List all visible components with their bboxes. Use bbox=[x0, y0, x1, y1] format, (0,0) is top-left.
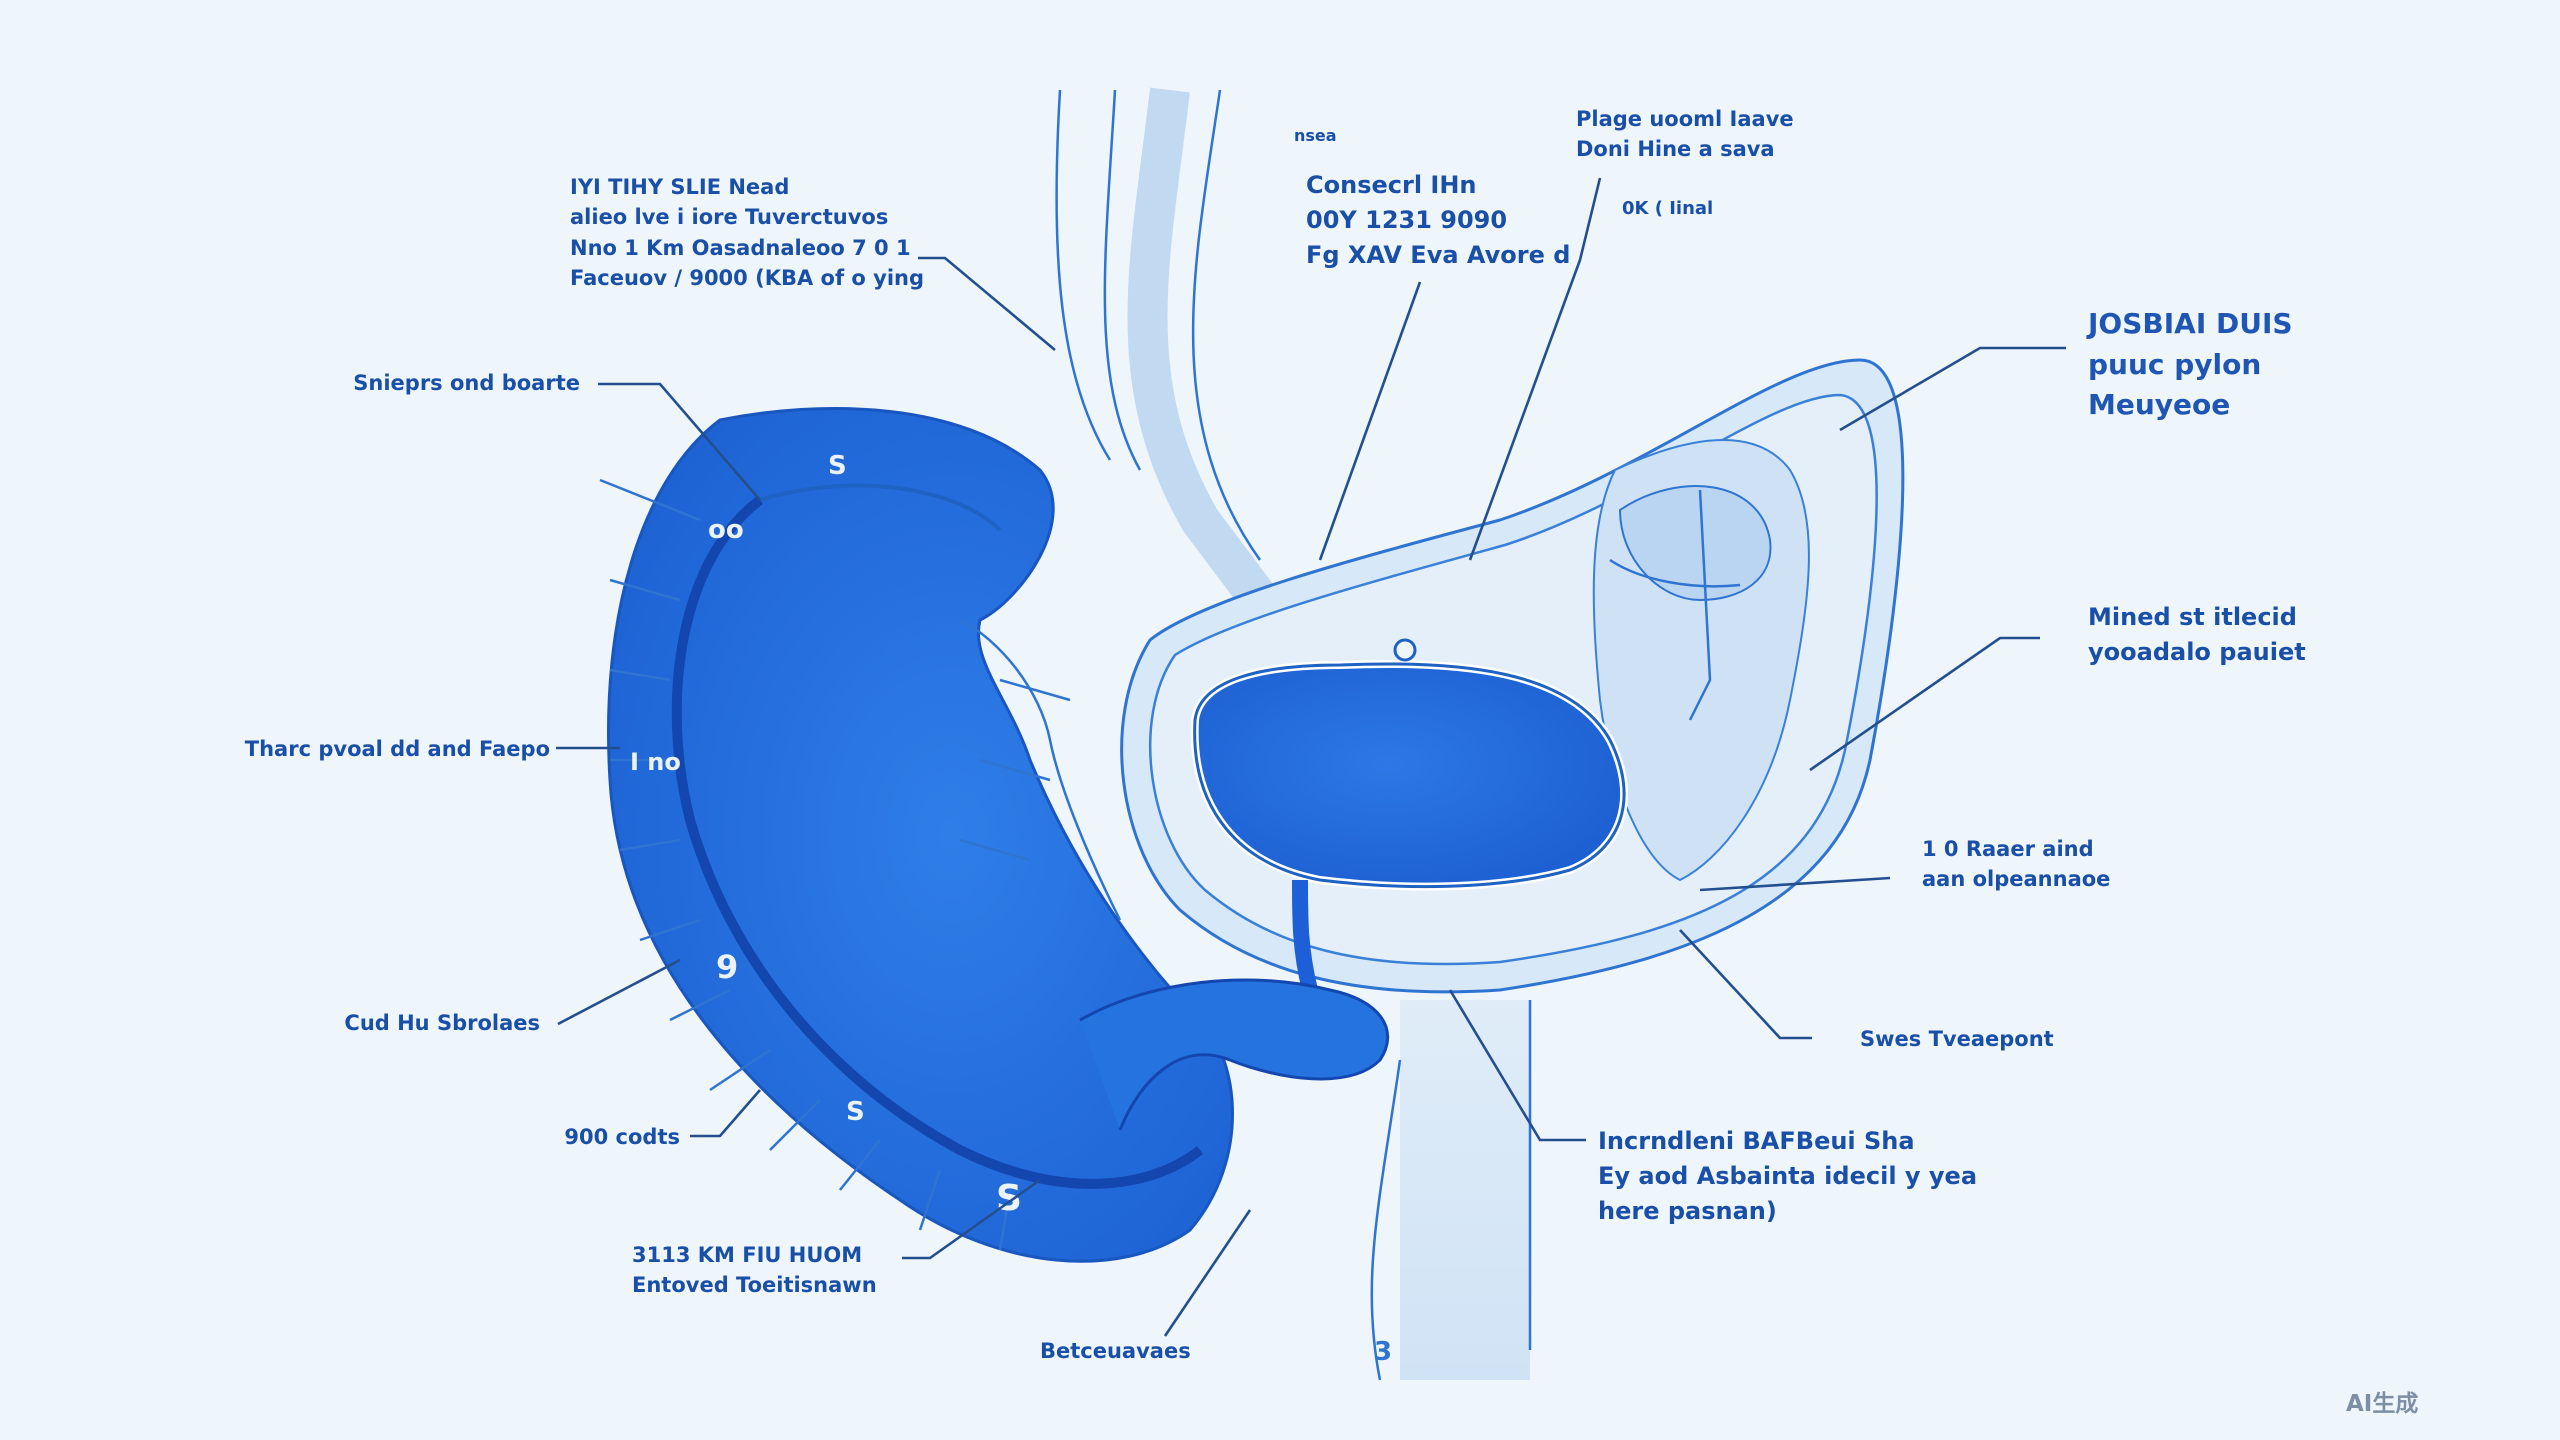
ai-generated-watermark: AI生成 bbox=[2346, 1391, 2419, 1417]
diagram-marks: S oo I no 9 S S 3 bbox=[630, 451, 1392, 1367]
label-top-left: IYI TIHY SLIE Nead alieo lve i iore Tuve… bbox=[570, 175, 925, 291]
label-mid-top: Consecrl IHn 00Y 1231 9090 Fg XAV Eva Av… bbox=[1306, 171, 1571, 269]
label-bottom-left: 3113 KM FIU HUOM Entoved Toeitisnawn bbox=[632, 1243, 877, 1298]
label-sweet: Swes Tveaepont bbox=[1860, 1027, 2054, 1051]
label-ok: 0K ( Iinal bbox=[1622, 198, 1714, 219]
bladder bbox=[1190, 638, 1628, 992]
mark-number-bottom: 3 bbox=[1374, 1337, 1392, 1367]
mark-s-bottom: S bbox=[996, 1178, 1022, 1219]
c-shaped-organ bbox=[599, 407, 1390, 1263]
label-cud: Cud Hu Sbrolaes bbox=[344, 1011, 540, 1035]
mark-ino: I no bbox=[630, 748, 681, 776]
label-top-right: Plage uooml Iaave Doni Hine a sava bbox=[1576, 107, 1794, 162]
label-tharc: Tharc pvoal dd and Faepo bbox=[244, 737, 550, 761]
leader-lines bbox=[556, 177, 2066, 1337]
mark-s-top: S bbox=[828, 451, 847, 481]
label-bottom: Betceuavaes bbox=[1040, 1339, 1191, 1363]
label-mid-top-small: nsea bbox=[1294, 126, 1337, 145]
label-shapes: Snieprs ond boarte bbox=[353, 371, 580, 395]
label-right-mid: Mined st itlecid yooadalo pauiet bbox=[2088, 603, 2306, 666]
label-nine-hundred: 900 codts bbox=[564, 1125, 680, 1149]
mark-s-mid: S bbox=[846, 1097, 865, 1127]
label-right-small: 1 0 Raaer aind aan olpeannaoe bbox=[1922, 837, 2111, 892]
label-bottom-right: Incrndleni BAFBeui Sha Ey aod Asbainta i… bbox=[1598, 1127, 1978, 1225]
mark-nine: 9 bbox=[716, 948, 738, 986]
label-right-top: JOSBIAI DUIS puuc pylon Meuyeoe bbox=[2088, 307, 2293, 422]
mark-oo-left: oo bbox=[708, 515, 744, 545]
